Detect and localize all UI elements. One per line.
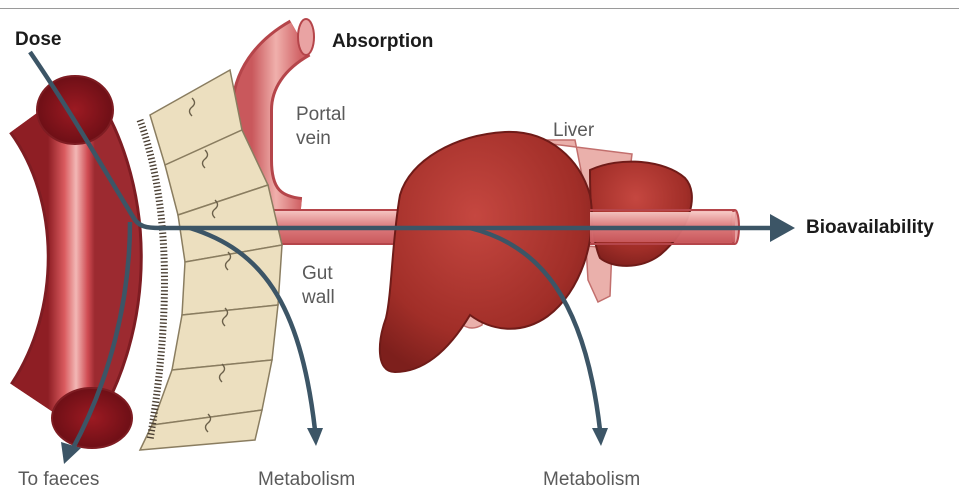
to-faeces-label: To faeces xyxy=(18,469,99,491)
dose-label: Dose xyxy=(15,29,61,51)
gut-metabolism-arrowhead xyxy=(307,428,323,446)
portal-vein-label-line1: Portal xyxy=(296,103,346,127)
microvilli xyxy=(140,120,164,440)
portal-vein-label: Portal vein xyxy=(296,103,346,151)
liver-label: Liver xyxy=(553,120,594,142)
absorption-label: Absorption xyxy=(332,31,433,53)
gut-wall-label-line2: wall xyxy=(302,286,335,310)
liver-left-lobe xyxy=(380,132,592,372)
liver-metabolism-arrowhead xyxy=(592,428,608,446)
gut-wall-label: Gut wall xyxy=(302,262,335,310)
bioavailability-arrowhead xyxy=(770,214,795,242)
gut-metabolism-label: Metabolism xyxy=(258,469,355,491)
portal-vein-opening xyxy=(298,19,314,55)
gut-tube-top-opening xyxy=(37,76,113,144)
bioavailability-label: Bioavailability xyxy=(806,217,934,239)
portal-vein-label-line2: vein xyxy=(296,127,346,151)
liver-metabolism-label: Metabolism xyxy=(543,469,640,491)
gut-wall-label-line1: Gut xyxy=(302,262,335,286)
gut-tube-bottom-opening xyxy=(52,388,132,448)
